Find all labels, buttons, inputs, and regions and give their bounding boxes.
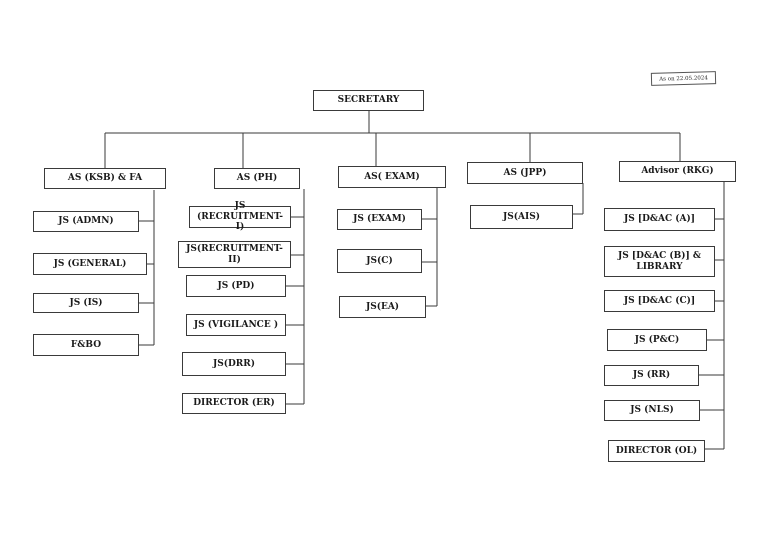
node-js-drr: JS(DRR): [182, 352, 286, 376]
branch-head-as-exam: AS( EXAM): [338, 166, 446, 188]
node-js-dac-a: JS [D&AC (A)]: [604, 208, 715, 231]
as-on-date-note: As on 22.05.2024: [650, 71, 717, 86]
node-js-rr: JS (RR): [604, 365, 699, 386]
node-js-ea: JS(EA): [339, 296, 426, 318]
node-js-vigilance: JS (VIGILANCE ): [186, 314, 286, 336]
node-js-pd: JS (PD): [186, 275, 286, 297]
node-director-er: DIRECTOR (ER): [182, 393, 286, 414]
node-js-dac-c: JS [D&AC (C)]: [604, 290, 715, 312]
node-js-exam: JS (EXAM): [337, 209, 422, 230]
secretary-node: SECRETARY: [313, 90, 424, 111]
node-js-recruitment-ii: JS(RECRUITMENT-II): [178, 241, 291, 268]
node-js-dac-b-library: JS [D&AC (B)] & LIBRARY: [604, 246, 715, 277]
node-js-recruitment-i: JS (RECRUITMENT-I): [189, 201, 291, 232]
node-js-general: JS (GENERAL): [33, 253, 147, 275]
node-js-nls: JS (NLS): [604, 400, 700, 421]
node-js-c: JS(C): [337, 249, 422, 273]
node-js-ais: JS(AIS): [470, 205, 573, 229]
branch-head-as-ksb-fa: AS (KSB) & FA: [44, 168, 166, 189]
node-js-admn: JS (ADMN): [33, 211, 139, 232]
node-f-bo: F&BO: [33, 334, 139, 356]
branch-head-advisor-rkg: Advisor (RKG): [619, 161, 736, 182]
node-js-pc: JS (P&C): [607, 329, 707, 351]
branch-head-as-jpp: AS (JPP): [467, 162, 583, 184]
branch-head-as-ph: AS (PH): [214, 168, 300, 189]
node-director-ol: DIRECTOR (OL): [608, 440, 705, 462]
node-js-is: JS (IS): [33, 293, 139, 313]
